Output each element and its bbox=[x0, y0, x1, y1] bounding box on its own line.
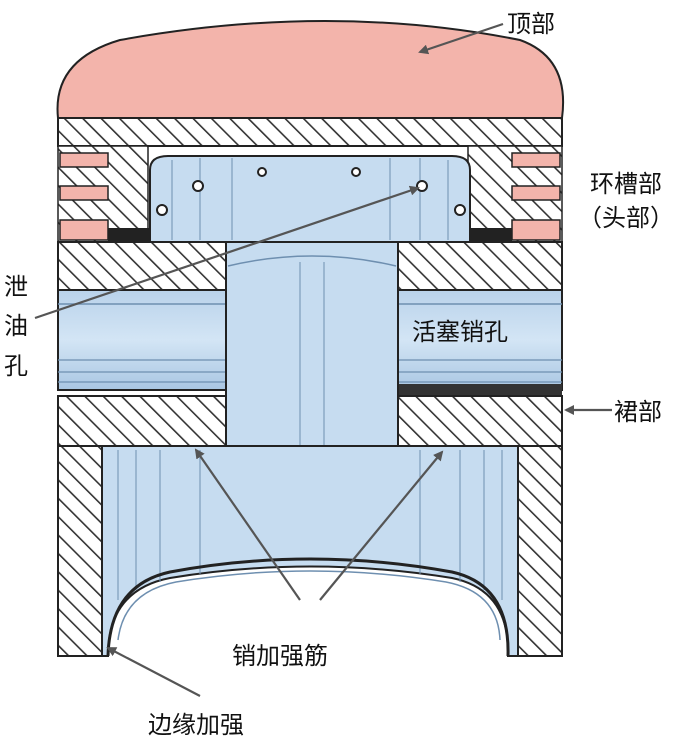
label-top: 顶部 bbox=[507, 10, 555, 38]
pin-boss-lower-left bbox=[57, 395, 227, 447]
interior-cavity-top bbox=[149, 155, 471, 243]
skirt-interior bbox=[101, 445, 519, 657]
pin-boss-upper-right bbox=[397, 241, 563, 291]
label-edge-rib: 边缘加强 bbox=[148, 711, 244, 739]
label-oil-hole-2: 油 bbox=[4, 312, 28, 340]
label-skirt: 裙部 bbox=[614, 398, 662, 426]
skirt-rim bbox=[106, 557, 510, 657]
oil-ring-channel-right bbox=[466, 228, 512, 242]
piston-crown bbox=[56, 20, 564, 119]
label-ring-zone-head: （头部） bbox=[578, 204, 674, 232]
oil-ring-channel-left bbox=[108, 228, 150, 242]
pin-hole-dark-band-right bbox=[398, 384, 562, 396]
pin-hole-left bbox=[57, 289, 227, 391]
label-oil-hole-3: 孔 bbox=[4, 352, 28, 380]
skirt-wall-left bbox=[57, 445, 103, 657]
interior-cavity-lines bbox=[171, 158, 449, 240]
label-pin-rib: 销加强筋 bbox=[232, 642, 328, 670]
pin-hole-right bbox=[397, 289, 563, 391]
skirt-wall-right bbox=[517, 445, 563, 657]
central-web bbox=[225, 241, 399, 447]
label-pin-hole: 活塞销孔 bbox=[412, 318, 508, 346]
label-oil-hole-1: 泄 bbox=[4, 273, 28, 301]
label-ring-zone: 环槽部 bbox=[590, 170, 662, 198]
ring-grooves-right bbox=[511, 152, 561, 241]
pin-boss-lower-right bbox=[397, 395, 563, 447]
leader-lines bbox=[34, 22, 612, 697]
ring-grooves-left bbox=[59, 152, 109, 241]
oil-holes bbox=[156, 167, 466, 216]
head-band bbox=[57, 117, 563, 147]
